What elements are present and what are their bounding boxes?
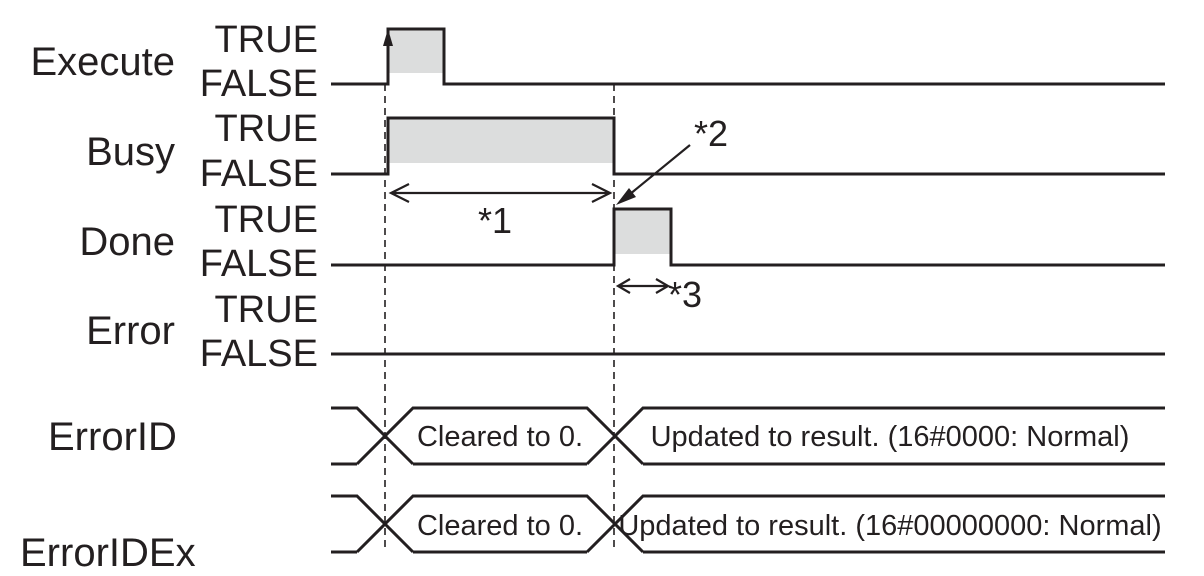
annotation-3: *3	[615, 274, 702, 315]
annotation-2-label: *2	[694, 113, 728, 154]
bus-errorid: ErrorID Cleared to 0. Updated to result.…	[48, 406, 1165, 466]
execute-true-label: TRUE	[215, 19, 318, 61]
busy-waveform	[331, 116, 1165, 176]
busy-false-label: FALSE	[200, 153, 318, 195]
annotation-1: *1	[388, 183, 613, 241]
bus-erroridex: ErrorIDEx Cleared to 0. Updated to resul…	[20, 494, 1165, 575]
done-waveform	[331, 207, 1165, 267]
done-false-label: FALSE	[200, 243, 318, 285]
errorid-segment-cleared: Cleared to 0.	[417, 421, 583, 453]
bus-name-errorid: ErrorID	[48, 415, 177, 459]
signal-error: Error TRUE FALSE	[86, 289, 1165, 375]
done-true-label: TRUE	[215, 199, 318, 241]
error-true-label: TRUE	[215, 289, 318, 331]
signal-name-done: Done	[79, 220, 175, 264]
signal-name-error: Error	[86, 309, 175, 353]
erroridex-segment-cleared: Cleared to 0.	[417, 510, 583, 542]
execute-true-fill	[388, 29, 444, 73]
execute-waveform	[331, 27, 1165, 86]
error-false-label: FALSE	[200, 333, 318, 375]
erroridex-segment-updated: Updated to result. (16#00000000: Normal)	[618, 510, 1161, 542]
errorid-segment-updated: Updated to result. (16#0000: Normal)	[651, 421, 1130, 453]
annotation-1-label: *1	[478, 200, 512, 241]
signal-execute: Execute TRUE FALSE	[30, 19, 1165, 105]
bus-name-erroridex: ErrorIDEx	[20, 531, 196, 575]
pointer-arrow-2-shaft	[623, 144, 691, 200]
signal-busy: Busy TRUE FALSE	[86, 108, 1165, 195]
erroridex-bus-top	[331, 494, 1165, 554]
signal-name-execute: Execute	[30, 40, 175, 84]
duration-arrow-3	[615, 278, 671, 294]
duration-arrow-1	[388, 183, 613, 203]
execute-false-label: FALSE	[200, 63, 318, 105]
busy-true-fill	[388, 118, 614, 163]
signal-done: Done TRUE FALSE	[79, 199, 1165, 285]
done-true-fill	[614, 209, 671, 254]
signal-name-busy: Busy	[86, 130, 175, 174]
pointer-arrow-2-head	[616, 188, 636, 205]
annotation-2: *2	[616, 113, 728, 205]
execute-rising-arrow	[383, 29, 393, 46]
annotation-3-label: *3	[668, 274, 702, 315]
busy-true-label: TRUE	[215, 108, 318, 150]
